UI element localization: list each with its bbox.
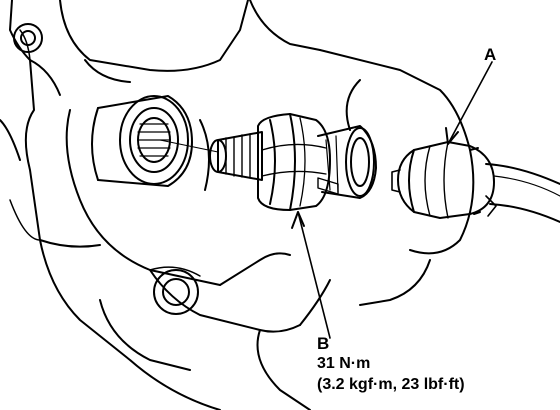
sensor-boss <box>91 95 193 187</box>
torque-spec-alt: (3.2 kgf·m, 23 lbf·ft) <box>317 376 465 393</box>
center-line <box>159 139 219 153</box>
connector-a <box>391 141 560 223</box>
torque-spec-nm: 31 N·m <box>317 355 371 372</box>
upper-boss <box>13 23 43 53</box>
leader-a <box>445 61 493 145</box>
knock-sensor <box>209 113 377 211</box>
lower-boss <box>149 266 201 315</box>
engine-block <box>0 0 475 410</box>
callout-a-label: A <box>484 45 497 64</box>
callout-b-label: B <box>317 334 330 353</box>
leader-b <box>291 211 331 339</box>
